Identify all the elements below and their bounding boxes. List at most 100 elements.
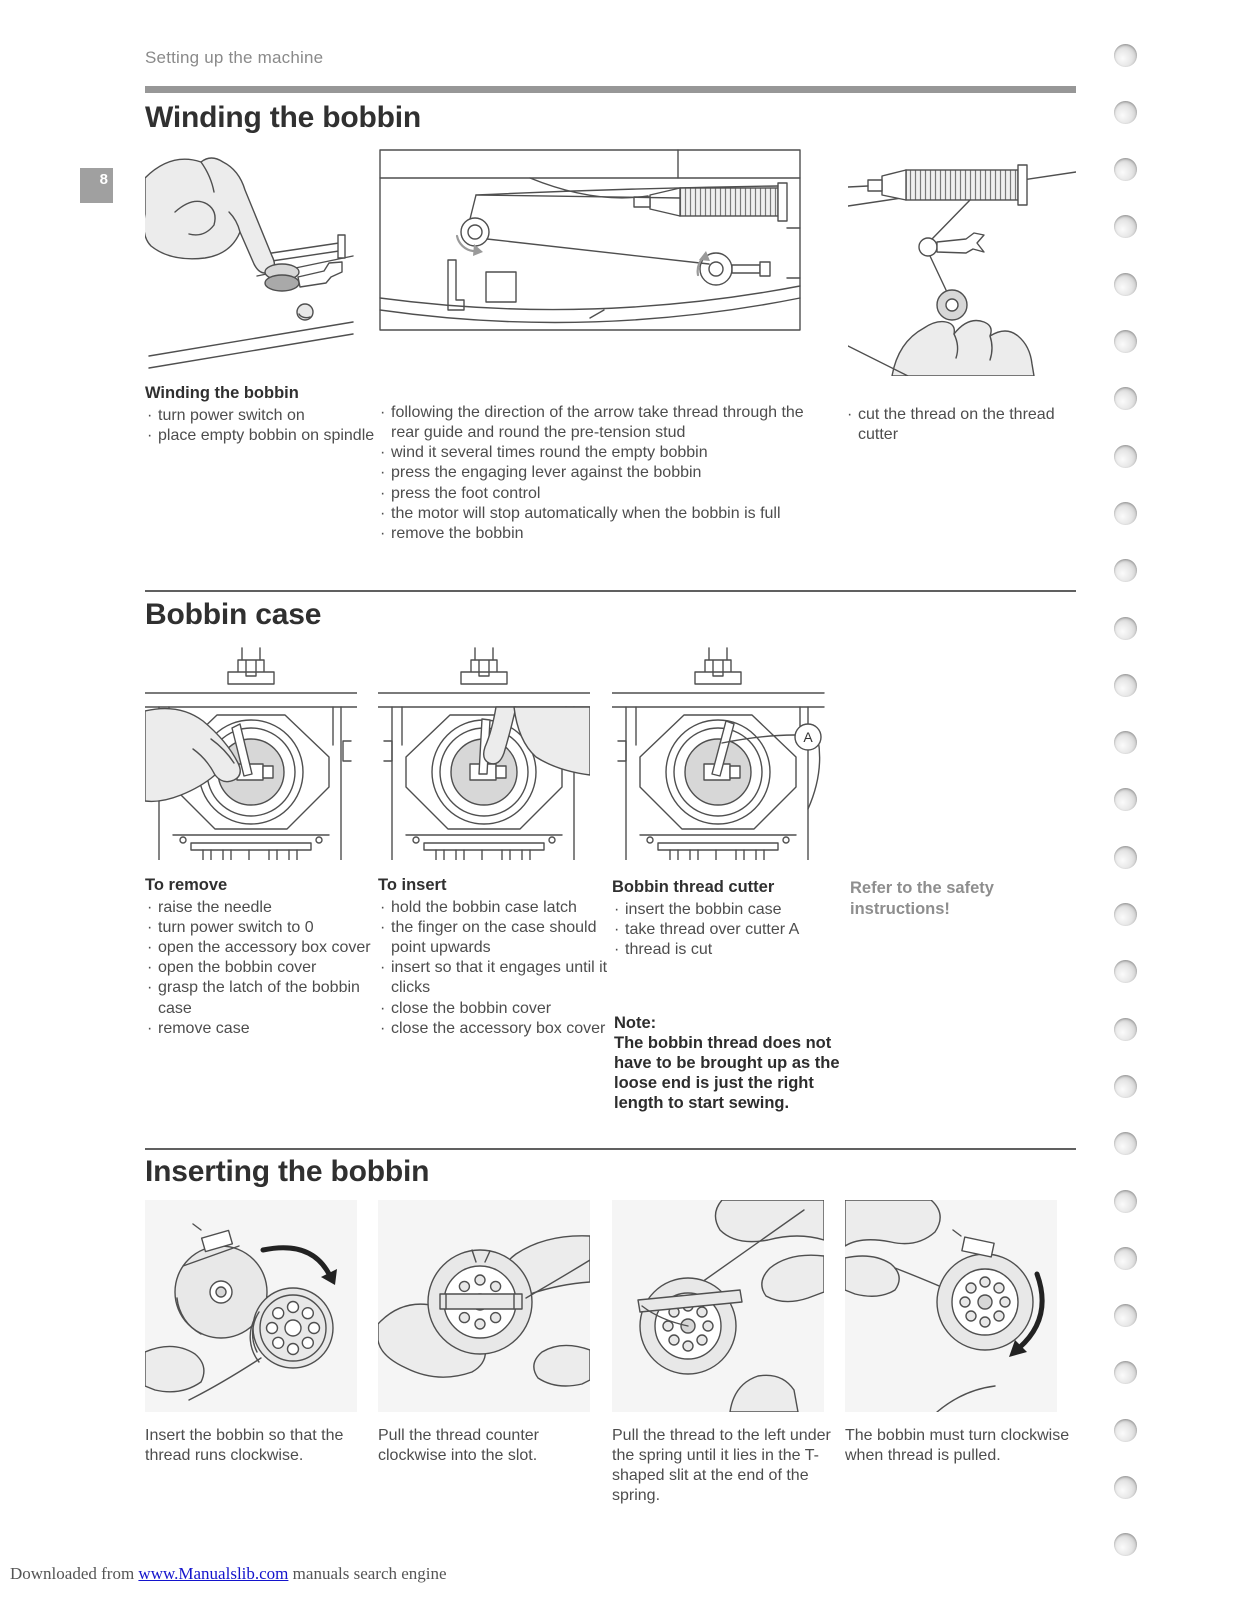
thread-line xyxy=(525,1259,590,1299)
hand-illustration xyxy=(891,319,1035,376)
note-block: Note: The bobbin thread does not have to… xyxy=(614,1014,842,1114)
winding-steps-col1: Winding the bobbin turn power switch on … xyxy=(145,383,380,446)
thread-cutter-illustration xyxy=(918,237,938,257)
footer-suffix: manuals search engine xyxy=(288,1564,447,1583)
note-body: The bobbin thread does not have to be br… xyxy=(614,1034,840,1113)
figure-pull-thread-into-slot xyxy=(378,1200,590,1412)
caption-bobbin-turn-clockwise: The bobbin must turn clockwise when thre… xyxy=(845,1427,1070,1465)
step-item: open the accessory box cover xyxy=(145,938,377,958)
hand-illustration xyxy=(845,1200,941,1247)
cutter-heading: Bobbin thread cutter xyxy=(612,878,775,896)
bobbin-case-remove-col: To remove raise the needle turn power sw… xyxy=(145,875,377,1039)
page-number-tab: 8 xyxy=(80,168,113,203)
hand-illustration xyxy=(714,1200,824,1243)
manualslib-link[interactable]: www.Manualslib.com xyxy=(138,1564,289,1583)
step-item: press the foot control xyxy=(378,484,833,504)
figure-insert-bobbin-clockwise xyxy=(145,1200,357,1412)
binding-hole xyxy=(1114,1017,1137,1041)
step-item: insert so that it engages until it click… xyxy=(378,958,610,998)
direction-arrow xyxy=(1016,1271,1045,1351)
page-kicker: Setting up the machine xyxy=(145,48,324,67)
presser-foot-icon xyxy=(460,647,508,685)
step-item: wind it several times round the empty bo… xyxy=(378,443,833,463)
binding-hole xyxy=(1114,1304,1137,1328)
step-item: following the direction of the arrow tak… xyxy=(378,403,833,443)
spring-illustration xyxy=(637,1289,743,1313)
binding-hole xyxy=(1114,330,1137,353)
section-title-inserting: Inserting the bobbin xyxy=(145,1155,430,1188)
binding-hole xyxy=(1114,1074,1137,1098)
step-item: turn power switch to 0 xyxy=(145,918,377,938)
page-footer: Downloaded from www.Manualslib.com manua… xyxy=(10,1564,447,1584)
winding-steps-col2: following the direction of the arrow tak… xyxy=(378,403,833,544)
binding-hole xyxy=(1114,43,1137,67)
hand-illustration xyxy=(145,157,276,274)
cutter-a-label: A xyxy=(803,729,813,745)
binding-hole xyxy=(1114,387,1137,411)
thread-spool-illustration xyxy=(679,187,779,217)
binding-hole xyxy=(1114,731,1137,755)
bobbin-case-insert-col: To insert hold the bobbin case latch the… xyxy=(378,875,610,1039)
section-title-winding: Winding the bobbin xyxy=(145,101,422,134)
step-item: the motor will stop automatically when t… xyxy=(378,504,833,524)
binding-hole xyxy=(1114,1533,1137,1557)
footer-prefix: Downloaded from xyxy=(10,1564,139,1583)
binding-hole xyxy=(1114,158,1137,182)
binding-hole xyxy=(1114,1418,1137,1442)
bobbin-case-latch xyxy=(231,723,253,777)
step-item: close the bobbin cover xyxy=(378,999,610,1019)
winding-steps-col3: cut the thread on the thread cutter xyxy=(845,405,1080,445)
bobbin-case-latch xyxy=(711,720,735,777)
step-item: close the accessory box cover xyxy=(378,1019,610,1039)
step-item: cut the thread on the thread cutter xyxy=(845,405,1080,445)
binding-hole xyxy=(1114,788,1137,812)
figure-winding-thread-path xyxy=(379,149,801,331)
step-item: raise the needle xyxy=(145,898,377,918)
step-item: thread is cut xyxy=(612,940,844,960)
section-rule xyxy=(145,1148,1076,1150)
step-item: place empty bobbin on spindle xyxy=(145,426,380,446)
note-heading: Note: xyxy=(614,1014,657,1032)
binding-hole xyxy=(1114,1132,1137,1156)
binding-hole xyxy=(1114,444,1137,468)
presser-foot-icon xyxy=(227,647,275,685)
bobbin-thread-cutter-col: Bobbin thread cutter insert the bobbin c… xyxy=(612,877,844,960)
safety-note: Refer to the safety instructions! xyxy=(850,879,994,918)
bobbin-case-latch xyxy=(439,1293,523,1310)
binding-hole xyxy=(1114,501,1137,525)
figure-bobbin-case-insert xyxy=(378,647,590,860)
presser-foot-icon xyxy=(694,647,742,685)
header-bar xyxy=(145,86,1076,93)
pre-tension-stud-illustration xyxy=(460,217,490,247)
binding-hole xyxy=(1114,1246,1137,1270)
remove-heading: To remove xyxy=(145,876,228,894)
section-rule xyxy=(145,590,1076,592)
step-item: the finger on the case should point upwa… xyxy=(378,918,610,958)
step-item: hold the bobbin case latch xyxy=(378,898,610,918)
binding-hole xyxy=(1114,616,1137,640)
cutter-a-label-circle xyxy=(794,723,822,751)
hand-illustration xyxy=(482,706,517,765)
binding-hole xyxy=(1114,1189,1137,1213)
insert-heading: To insert xyxy=(378,876,447,894)
figure-bobbin-thread-cutter: A xyxy=(612,647,825,860)
binding-hole xyxy=(1114,673,1137,697)
step-item: press the engaging lever against the bob… xyxy=(378,463,833,483)
figure-winding-place-bobbin xyxy=(145,157,354,369)
figure-thread-under-spring xyxy=(612,1200,824,1412)
binding-hole xyxy=(1114,1361,1137,1385)
figure-bobbin-turns-clockwise xyxy=(845,1200,1057,1412)
caption-insert-bobbin: Insert the bobbin so that the thread run… xyxy=(145,1427,344,1465)
figure-winding-cut-thread xyxy=(848,164,1076,376)
binding-hole xyxy=(1114,215,1137,239)
binding-hole xyxy=(1114,960,1137,984)
winding-steps-heading: Winding the bobbin xyxy=(145,384,299,402)
step-item: remove case xyxy=(145,1019,377,1039)
direction-arrow xyxy=(260,1245,332,1277)
step-item: take thread over cutter A xyxy=(612,920,844,940)
step-item: insert the bobbin case xyxy=(612,900,844,920)
binding-hole xyxy=(1114,272,1137,296)
binding-hole xyxy=(1114,845,1137,869)
binding-hole xyxy=(1114,100,1137,124)
